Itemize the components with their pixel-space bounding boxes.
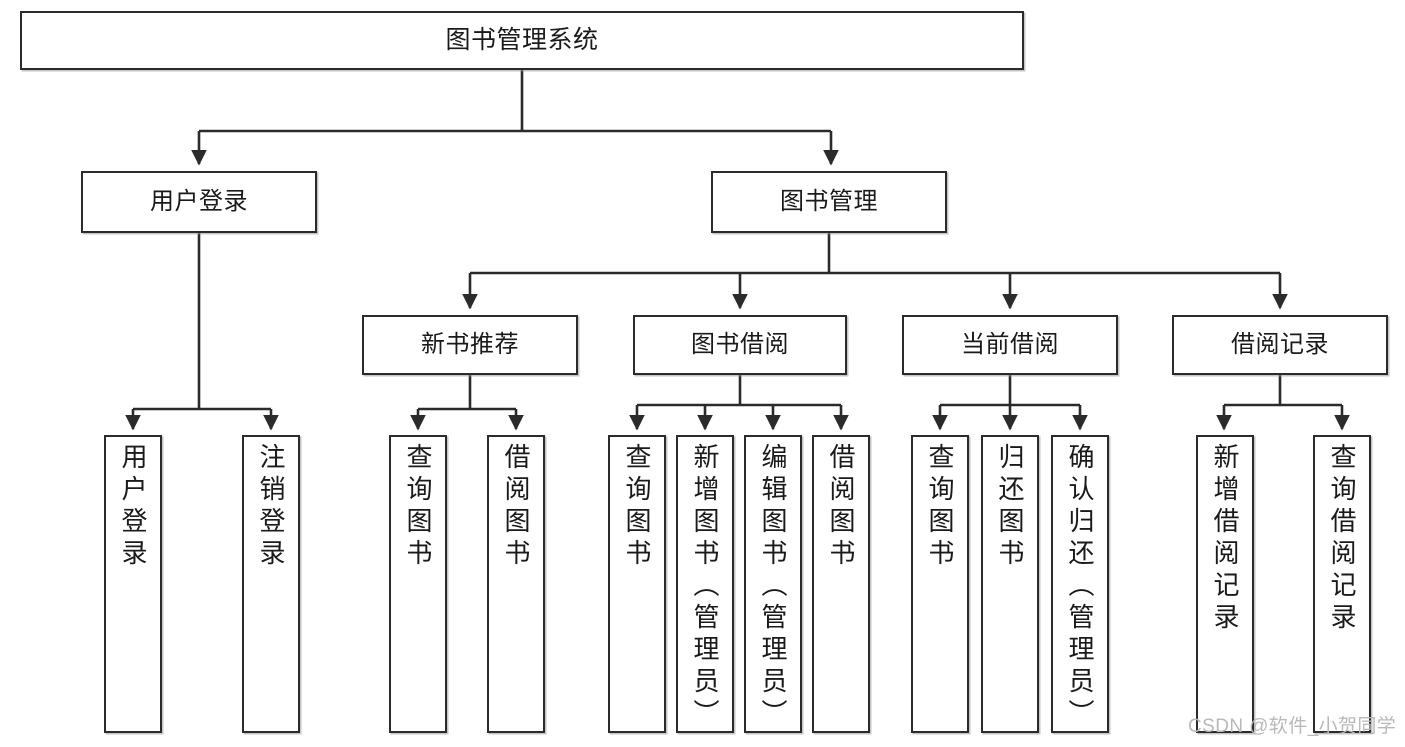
node-user-login[interactable]: 用户登录: [81, 171, 317, 233]
csdn-watermark: CSDN @软件_小贺同学: [1188, 716, 1397, 737]
node-book-borrow[interactable]: 图书借阅: [633, 315, 847, 375]
leaf-query-borrow-record[interactable]: 查询借阅记录: [1313, 435, 1371, 733]
leaf-add-borrow-record[interactable]: 新增借阅记录: [1196, 435, 1254, 733]
leaf-query-book-recommendation[interactable]: 查询图书: [389, 435, 447, 733]
node-label: 注销登录: [256, 443, 286, 571]
node-label: 查询图书: [622, 443, 652, 571]
node-label: 借阅图书: [826, 443, 856, 571]
node-current-borrow[interactable]: 当前借阅: [902, 315, 1118, 375]
node-label: 当前借阅: [961, 330, 1059, 358]
leaf-add-book-admin[interactable]: 新增图书（管理员）: [676, 435, 734, 733]
node-label: 新增图书（管理员）: [690, 443, 720, 731]
node-label: 编辑图书（管理员）: [758, 443, 788, 731]
node-book-management[interactable]: 图书管理: [711, 171, 947, 233]
node-label: 借阅记录: [1231, 330, 1329, 358]
node-label: 新增借阅记录: [1210, 443, 1240, 635]
leaf-edit-book-admin[interactable]: 编辑图书（管理员）: [744, 435, 802, 733]
leaf-borrow-book[interactable]: 借阅图书: [812, 435, 870, 733]
leaf-query-book-current[interactable]: 查询图书: [911, 435, 969, 733]
leaf-borrow-book-recommendation[interactable]: 借阅图书: [487, 435, 545, 733]
node-label: 查询图书: [403, 443, 433, 571]
node-label: 查询借阅记录: [1327, 443, 1357, 635]
leaf-confirm-return-admin[interactable]: 确认归还（管理员）: [1051, 435, 1109, 733]
leaf-return-book[interactable]: 归还图书: [981, 435, 1039, 733]
node-borrow-record[interactable]: 借阅记录: [1172, 315, 1388, 375]
node-label: 图书管理系统: [445, 25, 599, 54]
leaf-user-login[interactable]: 用户登录: [104, 435, 162, 733]
leaf-query-book-borrow[interactable]: 查询图书: [608, 435, 666, 733]
node-label: 用户登录: [150, 187, 248, 215]
node-label: 归还图书: [995, 443, 1025, 571]
node-label: 新书推荐: [421, 330, 519, 358]
leaf-logout[interactable]: 注销登录: [242, 435, 300, 733]
node-label: 查询图书: [925, 443, 955, 571]
node-root-book-management-system[interactable]: 图书管理系统: [20, 11, 1024, 70]
node-label: 确认归还（管理员）: [1065, 443, 1095, 731]
node-label: 借阅图书: [501, 443, 531, 571]
node-new-book-recommendation[interactable]: 新书推荐: [362, 315, 578, 375]
node-label: 图书管理: [780, 187, 878, 215]
node-label: 用户登录: [118, 443, 148, 571]
node-label: 图书借阅: [691, 330, 789, 358]
